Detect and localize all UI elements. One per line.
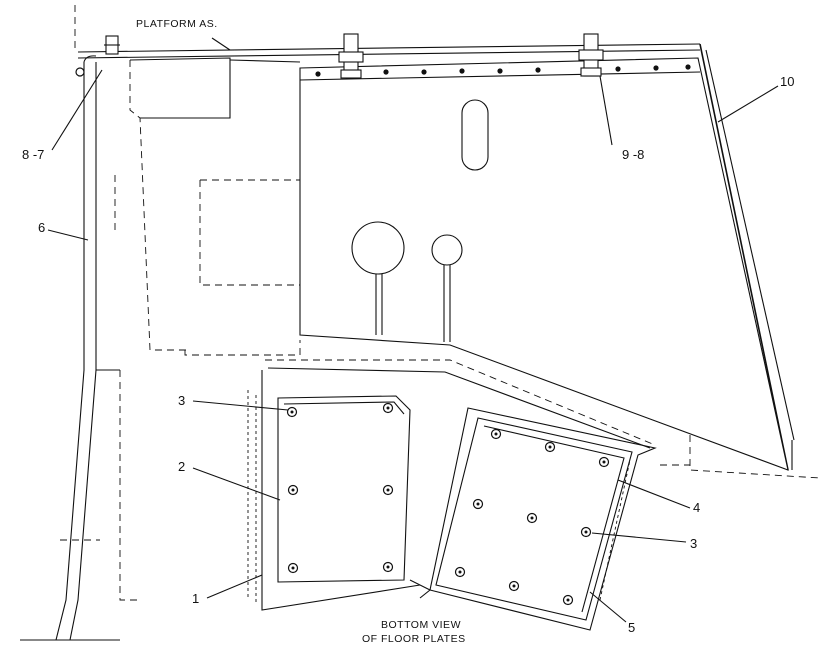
callout-10: 10	[780, 74, 794, 89]
hardware-studs	[75, 33, 604, 79]
nut-left	[104, 35, 120, 55]
callout-5: 5	[628, 620, 635, 635]
callout-3-left: 3	[178, 393, 185, 408]
leader-lines	[47, 37, 779, 623]
callout-2: 2	[178, 459, 185, 474]
bottom-view-caption-line2: OF FLOOR PLATES	[362, 633, 466, 645]
platform-caption: PLATFORM AS.	[136, 18, 218, 30]
callout-3-right: 3	[690, 536, 697, 551]
callout-6: 6	[38, 220, 45, 235]
hidden-bracket-lines	[60, 57, 820, 601]
callout-8-7: 8 -7	[22, 147, 44, 162]
callout-4: 4	[693, 500, 700, 515]
nut-center	[338, 33, 364, 79]
bottom-view-caption-line1: BOTTOM VIEW	[381, 619, 461, 631]
floor-plates-bottom-view	[247, 359, 657, 631]
callout-1: 1	[192, 591, 199, 606]
nut-right	[578, 33, 604, 77]
callout-9-8: 9 -8	[622, 147, 644, 162]
cover-plate	[299, 57, 789, 471]
